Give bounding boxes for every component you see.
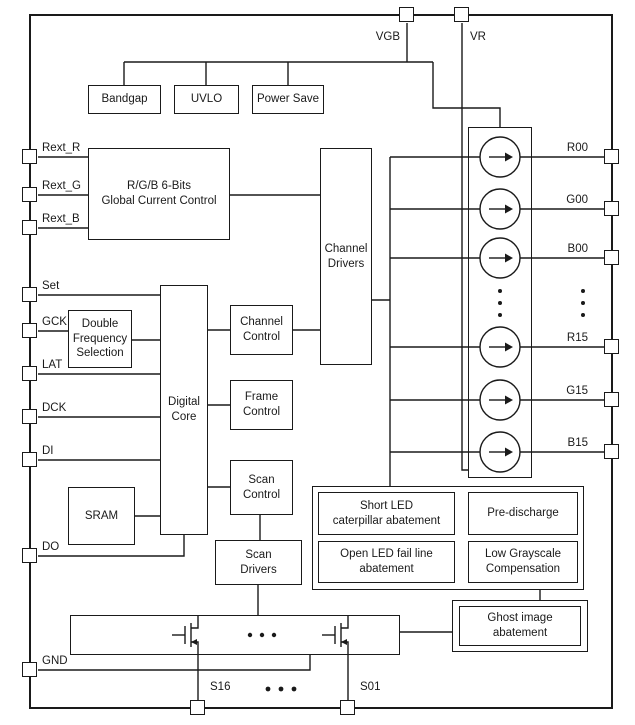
- ghost-image-frame: [452, 600, 588, 652]
- pin-label-set: Set: [42, 280, 60, 292]
- pin-vr: [454, 7, 469, 22]
- block-bandgap: Bandgap: [88, 85, 161, 114]
- block-channel-control: Channel Control: [230, 305, 293, 355]
- wires: [38, 23, 605, 701]
- pin-label-vr: VR: [470, 31, 486, 43]
- block-digital-core: Digital Core: [160, 285, 208, 535]
- pin-do: [22, 548, 37, 563]
- block-scan-drivers: Scan Drivers: [215, 540, 302, 585]
- abatement-group-frame: [312, 486, 584, 590]
- current-source-array-frame: [468, 127, 532, 478]
- block-global-current-control: R/G/B 6-Bits Global Current Control: [88, 148, 230, 240]
- pin-r15: [604, 339, 619, 354]
- block-double-frequency-selection: Double Frequency Selection: [68, 310, 132, 368]
- block-channel-drivers: Channel Drivers: [320, 148, 372, 365]
- pin-label-gnd: GND: [42, 655, 68, 667]
- block-uvlo: UVLO: [174, 85, 239, 114]
- pin-label-gck: GCK: [42, 316, 67, 328]
- block-scan-control: Scan Control: [230, 460, 293, 515]
- pin-g15: [604, 392, 619, 407]
- chip-outline: [29, 14, 613, 709]
- current-source-icons: [479, 136, 521, 473]
- block-ghost-image-abatement: Ghost image abatement: [459, 606, 581, 646]
- pin-label-g15: G15: [566, 385, 588, 397]
- pin-b00: [604, 250, 619, 265]
- block-sram: SRAM: [68, 487, 135, 545]
- block-open-led-abatement: Open LED fail line abatement: [318, 541, 455, 583]
- pin-rext-r: [22, 149, 37, 164]
- pin-label-lat: LAT: [42, 359, 63, 371]
- pin-label-rext-g: Rext_G: [42, 180, 81, 192]
- block-low-grayscale-compensation: Low Grayscale Compensation: [468, 541, 578, 583]
- pin-g00: [604, 201, 619, 216]
- pin-r00: [604, 149, 619, 164]
- ellipsis-dots: [247, 289, 585, 692]
- pin-rext-b: [22, 220, 37, 235]
- pin-gck: [22, 323, 37, 338]
- pin-vgb: [399, 7, 414, 22]
- pin-dck: [22, 409, 37, 424]
- pin-lat: [22, 366, 37, 381]
- block-power-save: Power Save: [252, 85, 324, 114]
- pin-gnd: [22, 662, 37, 677]
- pin-b15: [604, 444, 619, 459]
- pin-label-r15: R15: [566, 332, 588, 344]
- pin-label-b15: B15: [567, 437, 588, 449]
- pin-label-b00: B00: [567, 243, 588, 255]
- pin-s01: [340, 700, 355, 715]
- scan-switch-frame: [70, 615, 400, 655]
- pin-di: [22, 452, 37, 467]
- pin-label-g00: G00: [566, 194, 588, 206]
- block-pre-discharge: Pre-discharge: [468, 492, 578, 535]
- pin-label-s01: S01: [360, 681, 381, 693]
- pin-label-s16: S16: [210, 681, 231, 693]
- pin-set: [22, 287, 37, 302]
- pin-label-vgb: VGB: [375, 31, 400, 43]
- pin-label-rext-r: Rext_R: [42, 142, 81, 154]
- pin-s16: [190, 700, 205, 715]
- pin-label-r00: R00: [566, 142, 588, 154]
- pin-label-do: DO: [42, 541, 60, 553]
- pin-rext-g: [22, 187, 37, 202]
- pin-label-rext-b: Rext_B: [42, 213, 80, 225]
- block-short-led-abatement: Short LED caterpillar abatement: [318, 492, 455, 535]
- mosfet-icons: [172, 615, 349, 655]
- pin-label-di: DI: [42, 445, 54, 457]
- pin-label-dck: DCK: [42, 402, 67, 414]
- block-frame-control: Frame Control: [230, 380, 293, 430]
